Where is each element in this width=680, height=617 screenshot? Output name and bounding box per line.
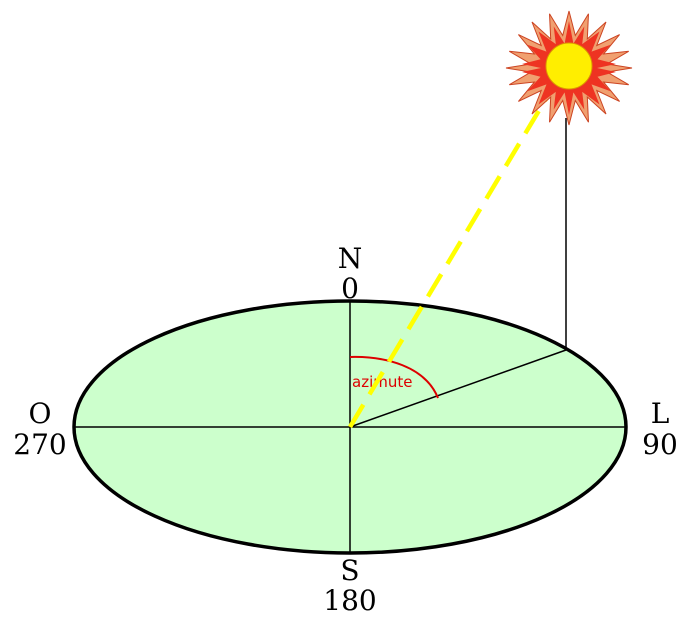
west-degrees: 270 [13,428,66,461]
north-degrees: 0 [341,272,359,305]
azimuth-label: azimute [352,373,412,391]
sun-ray [348,80,558,429]
sun-icon [505,10,633,126]
east-degrees: 90 [642,428,678,461]
east-letter: L [651,397,670,430]
sun-core [545,42,593,90]
north-letter: N [338,242,363,275]
south-degrees: 180 [323,584,376,617]
south-letter: S [340,554,359,587]
west-letter: O [29,397,52,430]
azimuth-arc [349,355,439,399]
sun-projection-line [349,349,567,428]
